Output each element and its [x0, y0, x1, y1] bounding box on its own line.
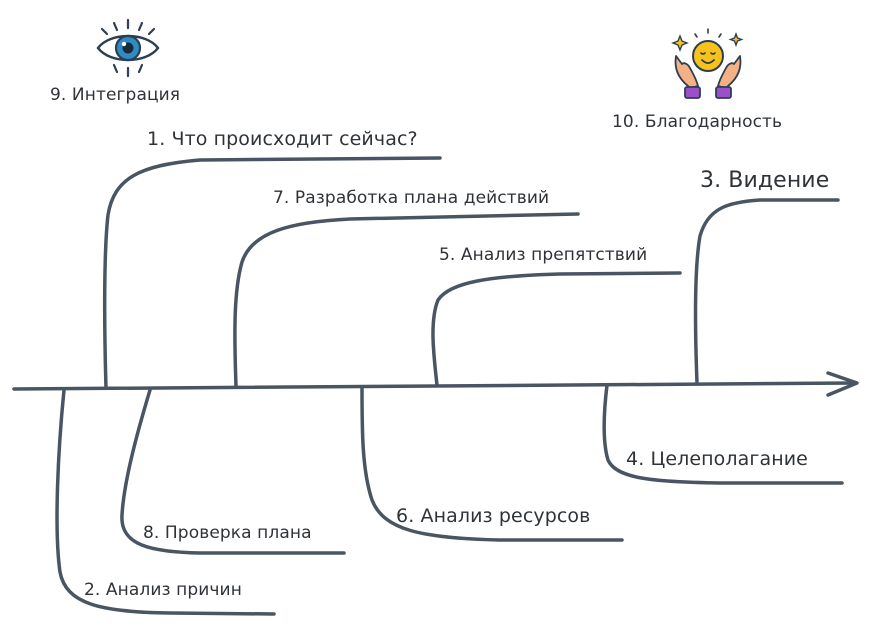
branch-step1 — [102, 156, 442, 390]
timeline-axis — [12, 381, 857, 391]
label-step5: 5. Анализ препятствий — [439, 245, 648, 265]
branch-step8 — [120, 388, 346, 555]
label-integration: 9. Интеграция — [50, 85, 181, 105]
timeline-arrowhead — [826, 371, 859, 397]
label-step6: 6. Анализ ресурсов — [396, 505, 591, 527]
label-step4: 4. Целеполагание — [626, 448, 808, 470]
label-step8: 8. Проверка плана — [143, 523, 312, 543]
label-step1: 1. Что происходит сейчас? — [147, 128, 418, 150]
label-gratitude: 10. Благодарность — [612, 112, 783, 132]
branch-step4 — [602, 383, 844, 485]
label-step7: 7. Разработка плана действий — [273, 188, 550, 208]
branch-step6 — [360, 385, 624, 542]
smiling-sun-in-hands-icon — [670, 28, 746, 102]
branch-step7 — [233, 212, 580, 388]
branch-step2 — [55, 388, 276, 616]
eye-icon — [94, 18, 162, 78]
branch-step5 — [431, 271, 682, 387]
label-step2: 2. Анализ причин — [84, 580, 242, 600]
label-step3: 3. Видение — [700, 168, 830, 193]
branch-step3 — [693, 198, 840, 385]
